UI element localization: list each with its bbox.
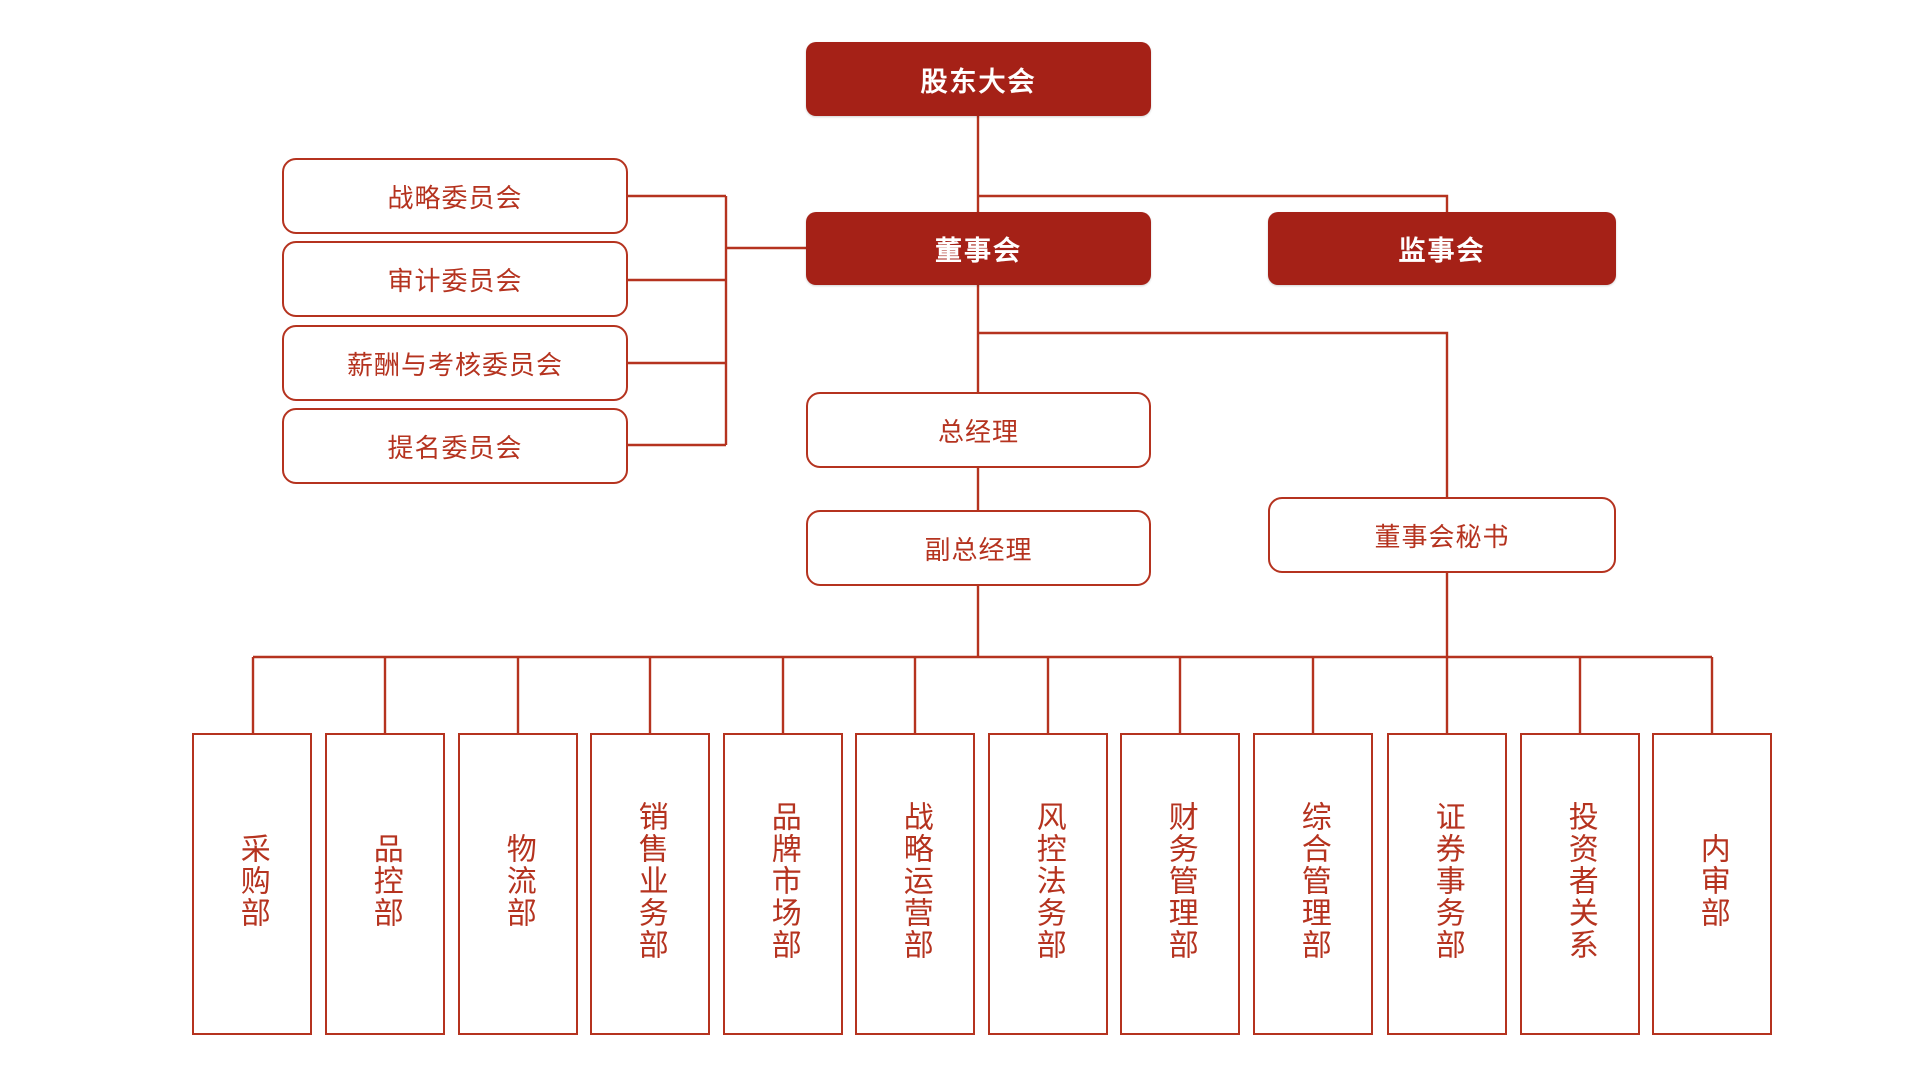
node-label: 董事会	[935, 236, 1022, 266]
node-deputy-general-manager[interactable]: 副总经理	[806, 510, 1151, 586]
node-label: 投资者关系	[1563, 801, 1597, 961]
node-label: 总经理	[937, 416, 1019, 447]
node-dept-sales[interactable]: 销售业务部	[590, 733, 710, 1035]
node-committee-nomination[interactable]: 提名委员会	[282, 408, 628, 484]
node-label: 股东大会	[920, 66, 1037, 97]
node-dept-general-admin[interactable]: 综合管理部	[1253, 733, 1373, 1035]
node-label: 内审部	[1695, 833, 1729, 929]
node-general-manager[interactable]: 总经理	[806, 392, 1151, 468]
node-label: 财务管理部	[1163, 801, 1197, 961]
node-dept-investor-relations[interactable]: 投资者关系	[1520, 733, 1640, 1035]
node-dept-internal-audit[interactable]: 内审部	[1652, 733, 1772, 1035]
node-label: 风控法务部	[1031, 801, 1065, 961]
node-label: 副总经理	[924, 534, 1033, 565]
node-dept-risk-legal[interactable]: 风控法务部	[988, 733, 1108, 1035]
node-label: 品牌市场部	[766, 801, 800, 961]
node-dept-procurement[interactable]: 采购部	[192, 733, 312, 1035]
node-board-of-directors[interactable]: 董事会	[806, 212, 1151, 285]
node-committee-strategy[interactable]: 战略委员会	[282, 158, 628, 234]
node-dept-strategy-operations[interactable]: 战略运营部	[855, 733, 975, 1035]
edge-board-secretary	[978, 331, 1449, 508]
node-label: 采购部	[235, 833, 269, 929]
node-label: 品控部	[368, 833, 402, 929]
node-label: 董事会秘书	[1374, 521, 1510, 552]
node-dept-securities-affairs[interactable]: 证券事务部	[1387, 733, 1507, 1035]
node-dept-quality-control[interactable]: 品控部	[325, 733, 445, 1035]
node-label: 综合管理部	[1296, 801, 1330, 961]
node-label: 销售业务部	[633, 801, 667, 961]
node-committee-audit[interactable]: 审计委员会	[282, 241, 628, 317]
node-label: 战略运营部	[898, 801, 932, 961]
node-committee-compensation[interactable]: 薪酬与考核委员会	[282, 325, 628, 401]
node-shareholders-meeting[interactable]: 股东大会	[806, 42, 1151, 116]
node-label: 薪酬与考核委员会	[346, 349, 563, 380]
node-board-of-supervisors[interactable]: 监事会	[1268, 212, 1616, 285]
node-dept-finance[interactable]: 财务管理部	[1120, 733, 1240, 1035]
node-label: 提名委员会	[387, 432, 523, 463]
edge-shareholders-supervisors	[978, 194, 1449, 212]
node-label: 物流部	[501, 833, 535, 929]
node-label: 证券事务部	[1430, 801, 1464, 961]
node-label: 战略委员会	[387, 182, 523, 213]
node-board-secretary[interactable]: 董事会秘书	[1268, 497, 1616, 573]
node-label: 监事会	[1398, 236, 1486, 266]
node-dept-logistics[interactable]: 物流部	[458, 733, 578, 1035]
node-dept-brand-marketing[interactable]: 品牌市场部	[723, 733, 843, 1035]
node-label: 审计委员会	[387, 265, 523, 296]
